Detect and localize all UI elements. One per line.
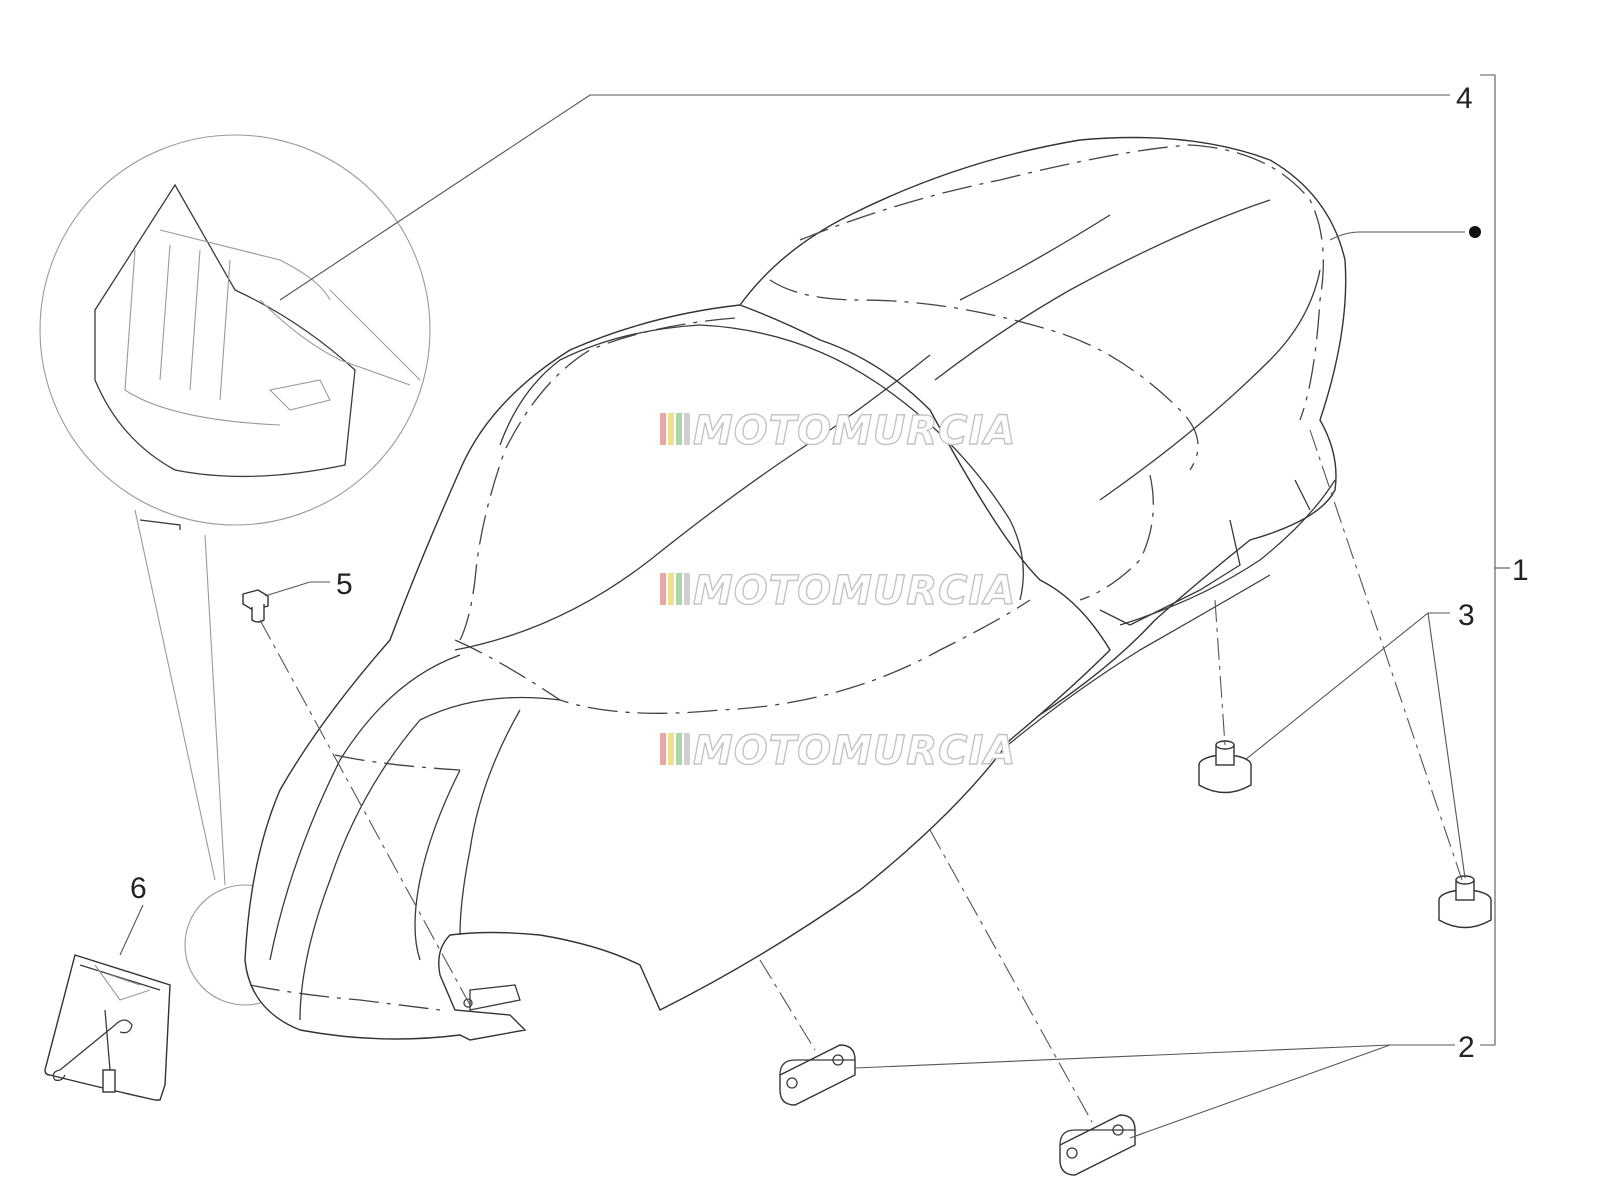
watermark-stripes: [660, 413, 690, 445]
watermark-2: MOTOMURCIA: [660, 567, 1016, 615]
watermark-stripes: [660, 733, 690, 765]
callout-4: 4: [1456, 82, 1473, 115]
wm-stripe: [668, 733, 674, 765]
hinge-block-left: [779, 1044, 856, 1106]
leader-lines: [119, 74, 1510, 1139]
callout-1: 1: [1512, 554, 1529, 587]
callout-5: 5: [336, 568, 353, 601]
seat-assembly: [244, 136, 1347, 1041]
callout-2: 2: [1458, 1031, 1475, 1064]
watermark-1: MOTOMURCIA: [660, 407, 1016, 455]
hinge-block-right: [1059, 1114, 1136, 1176]
wm-stripe: [660, 413, 666, 445]
wm-stripe: [676, 413, 682, 445]
wm-stripe: [660, 573, 666, 605]
watermark-text: MOTOMURCIA: [693, 408, 1016, 454]
watermark-3: MOTOMURCIA: [660, 727, 1016, 775]
wm-stripe: [684, 573, 690, 605]
wm-stripe: [668, 413, 674, 445]
watermark-stripes: [660, 573, 690, 605]
wm-stripe: [684, 733, 690, 765]
callout-6: 6: [130, 872, 147, 905]
wm-stripe: [676, 573, 682, 605]
watermark-text: MOTOMURCIA: [693, 568, 1016, 614]
watermark-text: MOTOMURCIA: [693, 728, 1016, 774]
wm-stripe: [660, 733, 666, 765]
wm-stripe: [684, 413, 690, 445]
rubber-buffer-upper: [1198, 740, 1252, 794]
rubber-buffer-lower: [1438, 875, 1492, 929]
screw-part: [242, 589, 269, 623]
callout-3: 3: [1458, 599, 1475, 632]
tool-kit-pouch: [44, 954, 171, 1101]
wm-stripe: [668, 573, 674, 605]
assembly-lines: [259, 429, 1463, 1123]
wm-stripe: [676, 733, 682, 765]
marker-dot: [1469, 226, 1481, 238]
